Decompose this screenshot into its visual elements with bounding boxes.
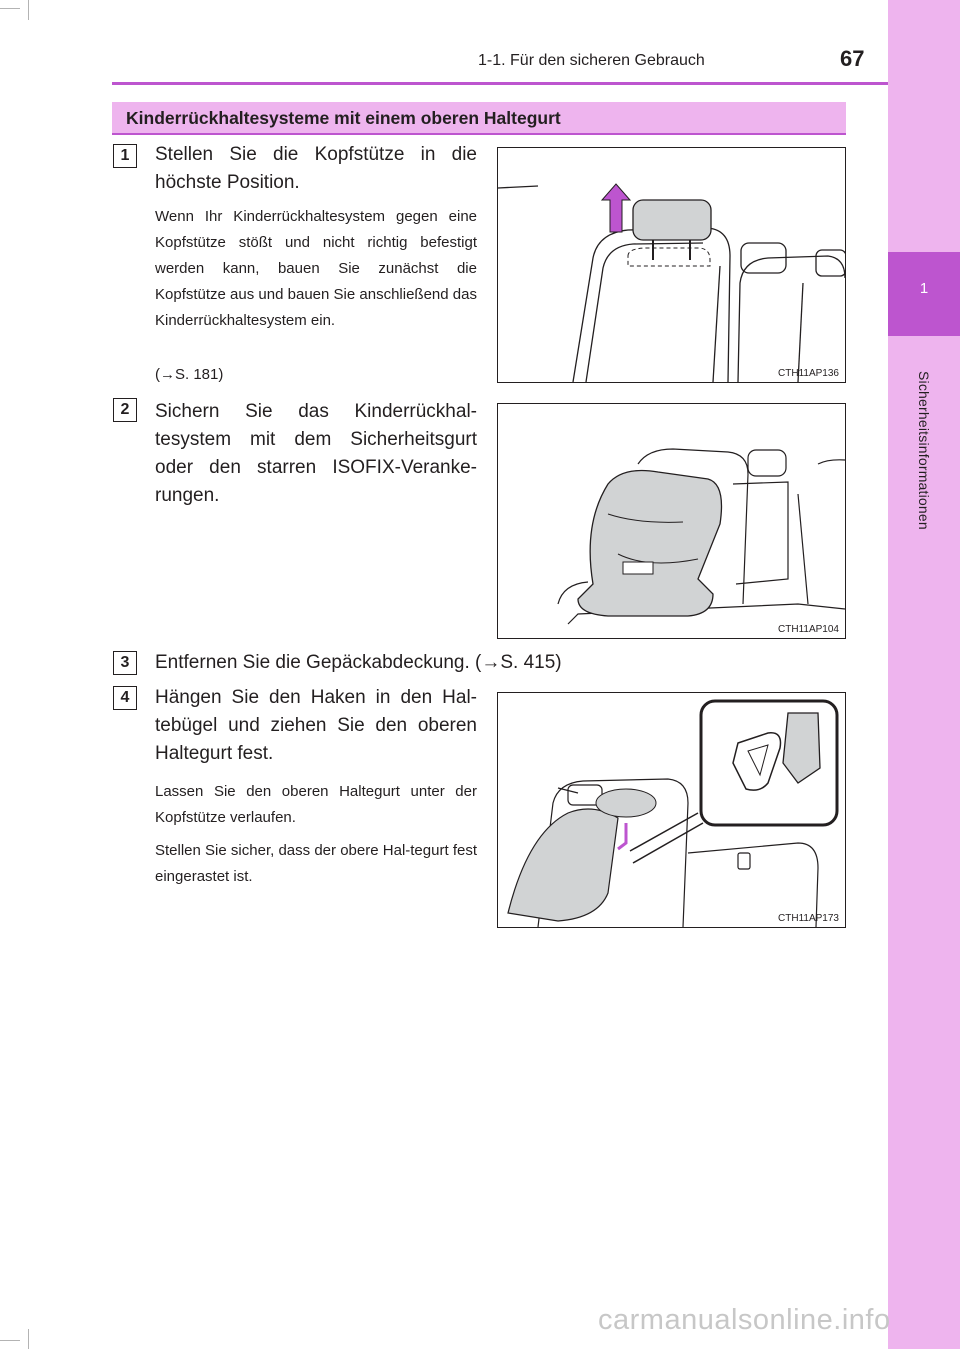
figure-1-code: CTH11AP136 [778, 368, 839, 379]
step-2-text: Sichern Sie das Kinderrückhal-tesystem m… [155, 401, 477, 506]
step-1-reference: (→S. 181) [155, 366, 224, 383]
figure-child-seat-installed: CTH11AP104 [497, 403, 846, 639]
chapter-label-wrap: Sicherheitsinformationen [888, 350, 960, 550]
step-4-number: 4 [113, 686, 137, 710]
step-4-note-1: Lassen Sie den oberen Haltegurt unter de… [155, 783, 477, 826]
figure-top-tether-hook: CTH11AP173 [497, 692, 846, 928]
chapter-side-tab [888, 0, 960, 1349]
step-3-text: Entfernen Sie die Gepäckabdeckung. (→S. … [155, 652, 562, 673]
figure-headrest-raise: CTH11AP136 [497, 147, 846, 383]
figure-2-code: CTH11AP104 [778, 624, 839, 635]
step-1-note: Wenn Ihr Kinderrückhaltesystem gegen ein… [155, 208, 477, 329]
step-4-note-2: Stellen Sie sicher, dass der obere Hal-t… [155, 842, 477, 885]
chapter-label: Sicherheitsinformationen [916, 370, 932, 530]
step-1-number: 1 [113, 144, 137, 168]
chapter-number: 1 [919, 280, 929, 297]
section-title: Kinderrückhaltesysteme mit einem oberen … [126, 108, 561, 128]
header-rule [112, 82, 888, 85]
tether-illustration [507, 699, 839, 927]
child-seat-illustration [557, 448, 845, 625]
running-head: 1-1. Für den sicheren Gebrauch [478, 52, 705, 69]
section-heading-bar: Kinderrückhaltesysteme mit einem oberen … [112, 102, 846, 135]
step-4-text: Hängen Sie den Haken in den Hal-tebügel … [155, 687, 477, 764]
page-number: 67 [840, 46, 865, 71]
step-3-number: 3 [113, 651, 137, 675]
figure-4-code: CTH11AP173 [778, 913, 839, 924]
step-1-text: Stellen Sie die Kopfstütze in die höchst… [155, 144, 477, 193]
chapter-side-tab-active [888, 252, 960, 336]
headrest-illustration [498, 183, 845, 382]
watermark: carmanualsonline.info [598, 1304, 891, 1336]
step-2-number: 2 [113, 398, 137, 422]
